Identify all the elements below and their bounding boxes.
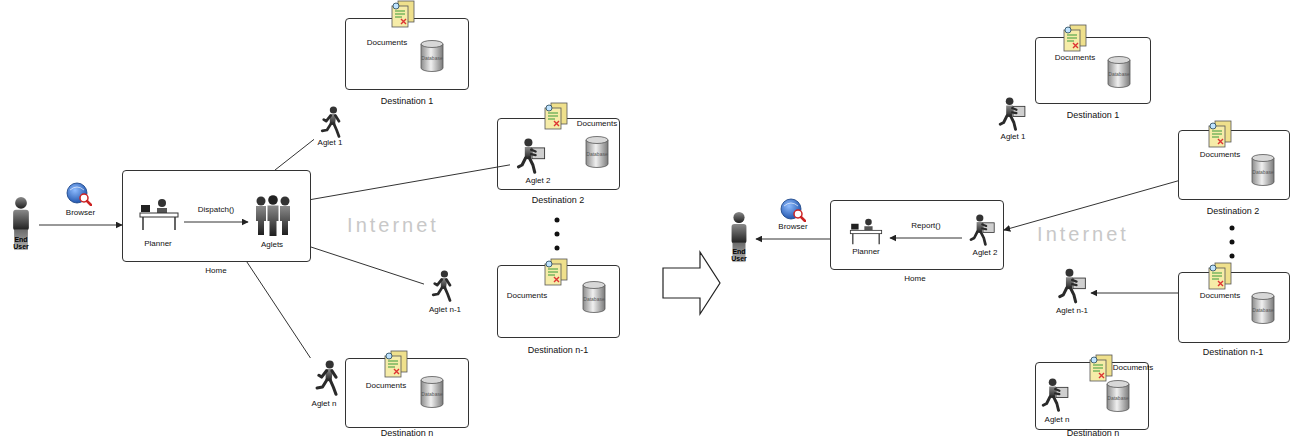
destination-label: Destination 1 bbox=[381, 97, 434, 106]
edge-label: Dispatch() bbox=[198, 206, 234, 214]
database-cylinder bbox=[1252, 155, 1274, 186]
aglet-figure bbox=[1043, 378, 1068, 410]
destination-label: Destination n bbox=[381, 429, 434, 438]
browser-icon bbox=[67, 183, 91, 205]
database-label: Database bbox=[1108, 72, 1129, 77]
node-label: Aglets bbox=[261, 241, 283, 249]
documents-icon bbox=[392, 1, 414, 27]
aglet-figure bbox=[433, 270, 450, 300]
node-label: Documents bbox=[1055, 54, 1095, 62]
node-label: Aglet 2 bbox=[973, 249, 998, 257]
database-label: Database bbox=[1252, 170, 1273, 175]
node-label: Documents bbox=[577, 120, 617, 128]
node-label: Aglet n-1 bbox=[429, 306, 461, 314]
aglet-figure bbox=[1060, 269, 1086, 302]
destination-label: Destination n-1 bbox=[1203, 348, 1264, 357]
network-label: Internet bbox=[1037, 224, 1129, 244]
destination-label: Destination 1 bbox=[1067, 111, 1120, 120]
home-box: HomePlannerAglet 2 bbox=[830, 200, 1004, 270]
node-label: Aglet 1 bbox=[318, 139, 343, 147]
destination-box: DocumentsDatabaseDestination 1 bbox=[1035, 37, 1151, 104]
database-label: Database bbox=[583, 297, 604, 302]
transition-arrow bbox=[663, 252, 720, 314]
destination-box: DocumentsDatabaseDestination 1 bbox=[345, 18, 469, 90]
connector-line bbox=[1091, 293, 1178, 294]
ellipsis-dots bbox=[1230, 226, 1235, 259]
destination-label: Destination 2 bbox=[1207, 207, 1260, 216]
database-cylinder bbox=[586, 137, 608, 168]
aglet-group bbox=[256, 195, 290, 236]
connector-line bbox=[1004, 181, 1178, 230]
connector-line bbox=[311, 247, 424, 284]
database-label: Database bbox=[1107, 396, 1128, 401]
node-label: Aglet 2 bbox=[526, 177, 551, 185]
documents-icon bbox=[385, 351, 407, 377]
documents-icon bbox=[1064, 25, 1086, 51]
destination-label: Destination n-1 bbox=[528, 346, 589, 355]
node-label: Planner bbox=[852, 248, 880, 256]
node-label: Aglet 1 bbox=[1001, 133, 1026, 141]
node-label: Aglet n-1 bbox=[1056, 307, 1088, 315]
destination-label: Destination n bbox=[1067, 429, 1120, 438]
node-label: Documents bbox=[367, 39, 407, 47]
aglet-figure bbox=[322, 106, 339, 136]
node-label: Documents bbox=[1113, 364, 1153, 372]
edge-label: Browser bbox=[778, 223, 807, 231]
documents-icon bbox=[1209, 263, 1231, 289]
node-label: Home bbox=[205, 267, 226, 275]
node-label: End User bbox=[8, 236, 34, 250]
connector-line bbox=[890, 238, 962, 239]
aglet-figure bbox=[317, 360, 336, 394]
connector-line bbox=[39, 225, 122, 226]
node-label: Planner bbox=[144, 240, 172, 248]
connector-line bbox=[275, 139, 314, 170]
node-label: Documents bbox=[366, 382, 406, 390]
connector-line bbox=[184, 222, 248, 223]
database-cylinder bbox=[1108, 57, 1130, 88]
database-label: Database bbox=[421, 392, 442, 397]
documents-icon bbox=[1209, 121, 1231, 147]
node-label: Documents bbox=[1200, 292, 1240, 300]
destination-box: DocumentsDatabaseDestination n-1 bbox=[1178, 272, 1290, 343]
connector-line bbox=[311, 165, 510, 200]
documents-icon bbox=[545, 103, 567, 129]
database-cylinder bbox=[421, 41, 443, 72]
aglet-figure bbox=[1000, 97, 1025, 129]
database-cylinder bbox=[1252, 293, 1274, 324]
aglet-figure bbox=[519, 138, 545, 172]
node-label: Documents bbox=[507, 292, 547, 300]
destination-label: Destination 2 bbox=[532, 196, 585, 205]
planner-desk bbox=[850, 219, 881, 245]
database-cylinder bbox=[421, 377, 443, 408]
node-label: Home bbox=[904, 275, 925, 283]
browser-icon bbox=[781, 199, 805, 221]
connector-line bbox=[247, 262, 311, 358]
aglet-figure bbox=[971, 214, 994, 244]
database-label: Database bbox=[421, 56, 442, 61]
edge-label: Report() bbox=[911, 222, 940, 230]
documents-icon bbox=[1090, 355, 1112, 381]
planner-desk bbox=[140, 199, 178, 230]
node-label: Documents bbox=[1200, 151, 1240, 159]
edge-label: Browser bbox=[66, 209, 95, 217]
database-cylinder bbox=[583, 282, 605, 313]
documents-icon bbox=[545, 259, 567, 285]
ellipsis-dots bbox=[555, 218, 560, 251]
database-cylinder bbox=[1107, 381, 1129, 412]
node-label: Aglet n bbox=[1045, 416, 1070, 424]
connector-line bbox=[756, 239, 830, 240]
network-label: Internet bbox=[347, 215, 439, 235]
database-label: Database bbox=[586, 152, 607, 157]
node-label: End User bbox=[726, 248, 752, 262]
database-label: Database bbox=[1252, 308, 1273, 313]
node-label: Aglet n bbox=[312, 400, 337, 408]
